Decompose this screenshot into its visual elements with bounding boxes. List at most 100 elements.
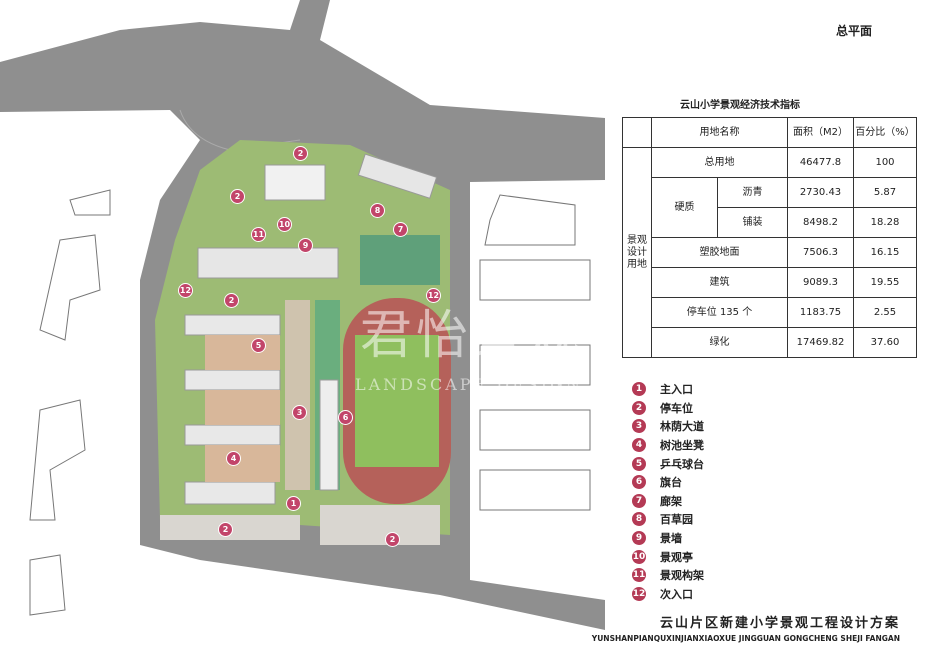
project-title: 云山片区新建小学景观工程设计方案 [659, 616, 900, 631]
map-marker: 11 [251, 227, 266, 242]
building [184, 314, 281, 336]
legend-item: 11 景观构架 [632, 566, 704, 585]
legend-number-icon: 11 [632, 568, 646, 583]
map-marker: 9 [298, 238, 313, 253]
header-area: 面积（M2） [787, 117, 854, 148]
legend-number-icon: 8 [632, 512, 646, 527]
cell-name: 铺装 [717, 207, 788, 238]
cell-name: 沥青 [717, 177, 788, 208]
map-marker: 7 [393, 222, 408, 237]
hard-label: 硬质 [651, 177, 718, 238]
legend-item: 9 景墙 [632, 529, 704, 548]
map-marker: 2 [385, 532, 400, 547]
corner-cell [622, 117, 652, 148]
table-row: 停车位 135 个 1183.75 2.55 [623, 297, 917, 328]
building [184, 424, 281, 446]
table-header-row: 用地名称 面积（M2） 百分比（%） [622, 117, 917, 148]
map-marker: 2 [230, 189, 245, 204]
neighbor-buildings [29, 189, 591, 616]
legend-number-icon: 9 [632, 531, 646, 546]
map-marker: 5 [251, 338, 266, 353]
boulevard [285, 300, 310, 490]
table-row: 绿化 17469.82 37.60 [623, 327, 917, 358]
cell-name: 绿化 [651, 327, 788, 358]
legend-item: 4 树池坐凳 [632, 436, 704, 455]
legend-number-icon: 1 [632, 382, 646, 397]
cell-area: 8498.2 [787, 207, 854, 238]
map-marker: 4 [226, 451, 241, 466]
legend-item: 5 乒乓球台 [632, 454, 704, 473]
indicator-table: 用地名称 面积（M2） 百分比（%） 景观设计用地 总用地 46477.8 10… [622, 117, 917, 358]
table-row: 景观设计用地 总用地 46477.8 100 [622, 147, 917, 358]
legend-number-icon: 2 [632, 400, 646, 415]
cell-area: 2730.43 [787, 177, 854, 208]
header-name: 用地名称 [651, 117, 788, 148]
legend-number-icon: 7 [632, 493, 646, 508]
table-title: 云山小学景观经济技术指标 [680, 100, 800, 111]
legend-label: 主入口 [660, 383, 693, 397]
map-marker: 2 [224, 293, 239, 308]
legend-item: 3 林荫大道 [632, 417, 704, 436]
plaza [205, 335, 280, 370]
cell-name: 塑胶地面 [651, 237, 788, 268]
map-marker: 1 [286, 496, 301, 511]
legend-label: 廊架 [660, 494, 682, 508]
cell-name: 停车位 135 个 [651, 297, 788, 328]
cell-area: 17469.82 [787, 327, 854, 358]
cell-area: 1183.75 [787, 297, 854, 328]
legend-number-icon: 4 [632, 438, 646, 453]
cell-percent: 19.55 [853, 267, 917, 298]
map-marker: 6 [338, 410, 353, 425]
cell-percent: 2.55 [853, 297, 917, 328]
header-percent: 百分比（%） [853, 117, 917, 148]
legend-label: 景观亭 [660, 550, 693, 564]
legend-item: 1 主入口 [632, 380, 704, 399]
watermark-en: LANDSCAPE DESIGN [355, 375, 583, 394]
map-marker: 10 [277, 217, 292, 232]
football-field [355, 335, 439, 467]
plaza [205, 390, 280, 425]
legend-label: 景观构架 [660, 569, 704, 583]
cell-percent: 37.60 [853, 327, 917, 358]
legend-label: 乒乓球台 [660, 457, 704, 471]
cell-name: 建筑 [651, 267, 788, 298]
map-marker: 2 [293, 146, 308, 161]
legend-number-icon: 10 [632, 549, 646, 564]
legend-number-icon: 3 [632, 419, 646, 434]
legend-number-icon: 6 [632, 475, 646, 490]
legend-label: 景墙 [660, 532, 682, 546]
legend-item: 10 景观亭 [632, 547, 704, 566]
map-marker: 2 [218, 522, 233, 537]
building [264, 164, 326, 201]
parking-lot [320, 505, 440, 545]
project-subtitle: YUNSHANPIANQUXINJIANXIAOXUE JINGGUAN GON… [591, 634, 900, 643]
cell-area: 46477.8 [787, 147, 854, 178]
building [197, 247, 339, 279]
legend-number-icon: 5 [632, 456, 646, 471]
cell-percent: 16.15 [853, 237, 917, 268]
map-marker: 3 [292, 405, 307, 420]
cell-name: 总用地 [651, 147, 788, 178]
legend-item: 7 廊架 [632, 492, 704, 511]
cell-percent: 5.87 [853, 177, 917, 208]
watermark: 君怡景观 [360, 306, 585, 366]
page-title: 总平面 [836, 24, 873, 38]
table-row: 硬质 沥青 2730.43 5.87 [623, 177, 917, 238]
building [184, 369, 281, 391]
group-label: 景观设计用地 [622, 147, 652, 358]
map-marker: 12 [178, 283, 193, 298]
basketball-courts [360, 235, 440, 285]
legend-item: 2 停车位 [632, 399, 704, 418]
legend-label: 树池坐凳 [660, 439, 704, 453]
legend-label: 停车位 [660, 401, 693, 415]
table-row: 建筑 9089.3 19.55 [623, 267, 917, 298]
legend-label: 林荫大道 [660, 420, 704, 434]
plaza [205, 445, 280, 482]
building [357, 153, 438, 199]
map-marker: 12 [426, 288, 441, 303]
legend-label: 次入口 [660, 587, 693, 601]
